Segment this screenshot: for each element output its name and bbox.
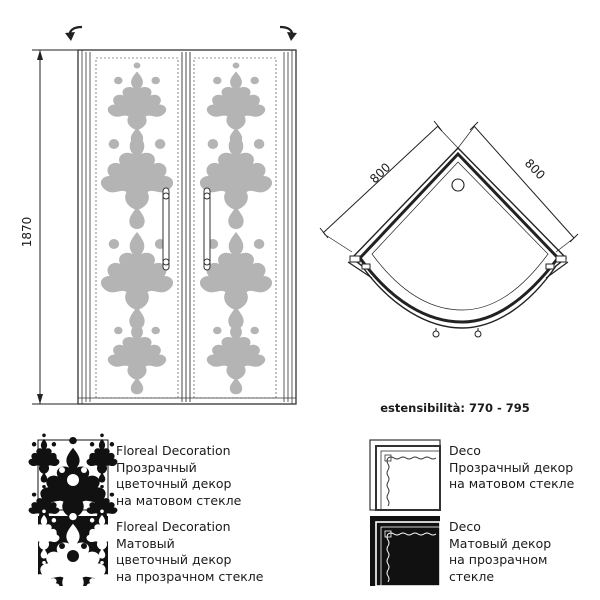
legend-line: стекле — [449, 568, 495, 584]
legend-line: Матовый — [116, 535, 175, 551]
height-label: 1870 — [20, 217, 34, 248]
height-dimension-line — [32, 49, 78, 405]
shower-tray — [347, 146, 569, 329]
legend-floreal-matte: Floreal Decoration Матовый цветочный дек… — [116, 519, 264, 585]
legend-title: Floreal Decoration — [116, 519, 231, 534]
plan-dimension-lines — [319, 120, 579, 253]
legend-title: Deco — [449, 519, 481, 534]
legend-title: Floreal Decoration — [116, 443, 231, 458]
legend-line: на прозрачном стекле — [116, 568, 264, 584]
swatch-deco-matte — [370, 516, 441, 587]
legend-line: на матовом стекле — [449, 476, 575, 491]
plan-side-right-label: 800 — [522, 156, 548, 182]
swatch-floreal-matte — [28, 509, 118, 600]
shower-door-frame — [77, 49, 297, 405]
legend-line: Матовый декор — [449, 535, 552, 551]
front-view: 1870 — [20, 25, 297, 405]
right-panel-decoration — [199, 62, 273, 395]
swatch-floreal-clear — [28, 433, 118, 536]
legend-line: цветочный декор — [116, 552, 232, 567]
legend-title: Deco — [449, 443, 481, 458]
rotate-left-arrow-icon — [65, 25, 83, 41]
left-door-handle — [162, 187, 170, 271]
legend-line: цветочный декор — [116, 476, 232, 491]
plan-side-left-label: 800 — [367, 160, 393, 186]
extensibility-label: estensibilità: 770 - 795 — [380, 401, 530, 415]
legend-floreal-clear: Floreal Decoration Прозрачный цветочный … — [116, 443, 241, 509]
legend-line: Прозрачный — [116, 459, 197, 475]
swatch-deco-clear — [369, 439, 441, 511]
legend-line: на прозрачном — [449, 552, 548, 567]
legend-deco-matte: Deco Матовый декор на прозрачном стекле — [449, 519, 551, 585]
plan-hinges — [349, 255, 567, 338]
legend-line: на матовом стекле — [116, 492, 242, 508]
rotate-right-arrow-icon — [279, 25, 297, 41]
drain-icon — [451, 178, 465, 192]
plan-view: 800 800 estensibilità: 770 - 795 — [319, 120, 579, 415]
left-panel-decoration — [100, 62, 174, 395]
right-door-handle — [203, 187, 211, 271]
legend-deco-clear: Deco Прозрачный декор на матовом стекле — [449, 443, 574, 493]
legend-line: Прозрачный декор — [449, 459, 574, 475]
